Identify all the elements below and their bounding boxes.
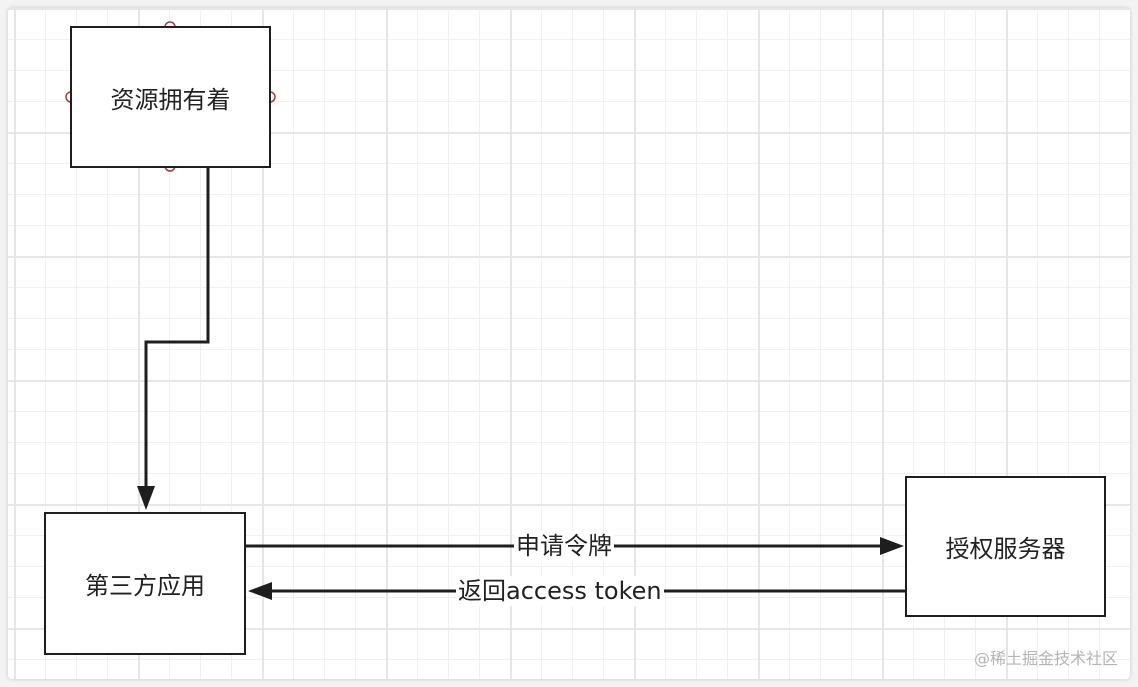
arrowhead-request-token (880, 537, 904, 555)
arrowhead-return-token (248, 582, 272, 600)
node-auth-server-label: 授权服务器 (945, 535, 1066, 563)
node-auth-server[interactable]: 授权服务器 (905, 476, 1106, 617)
arrowhead-owner-to-app (137, 486, 155, 510)
node-third-party-app[interactable]: 第三方应用 (44, 512, 246, 655)
node-resource-owner[interactable]: 资源拥有着 (70, 26, 271, 168)
node-third-party-app-label: 第三方应用 (85, 572, 205, 600)
edge-label-return-token: 返回access token (456, 576, 664, 606)
edge-owner-to-app[interactable] (144, 167, 210, 489)
node-resource-owner-label: 资源拥有着 (110, 85, 231, 114)
watermark: @稀土掘金技术社区 (973, 649, 1118, 668)
edge-label-request-token: 申请令牌 (514, 531, 614, 561)
